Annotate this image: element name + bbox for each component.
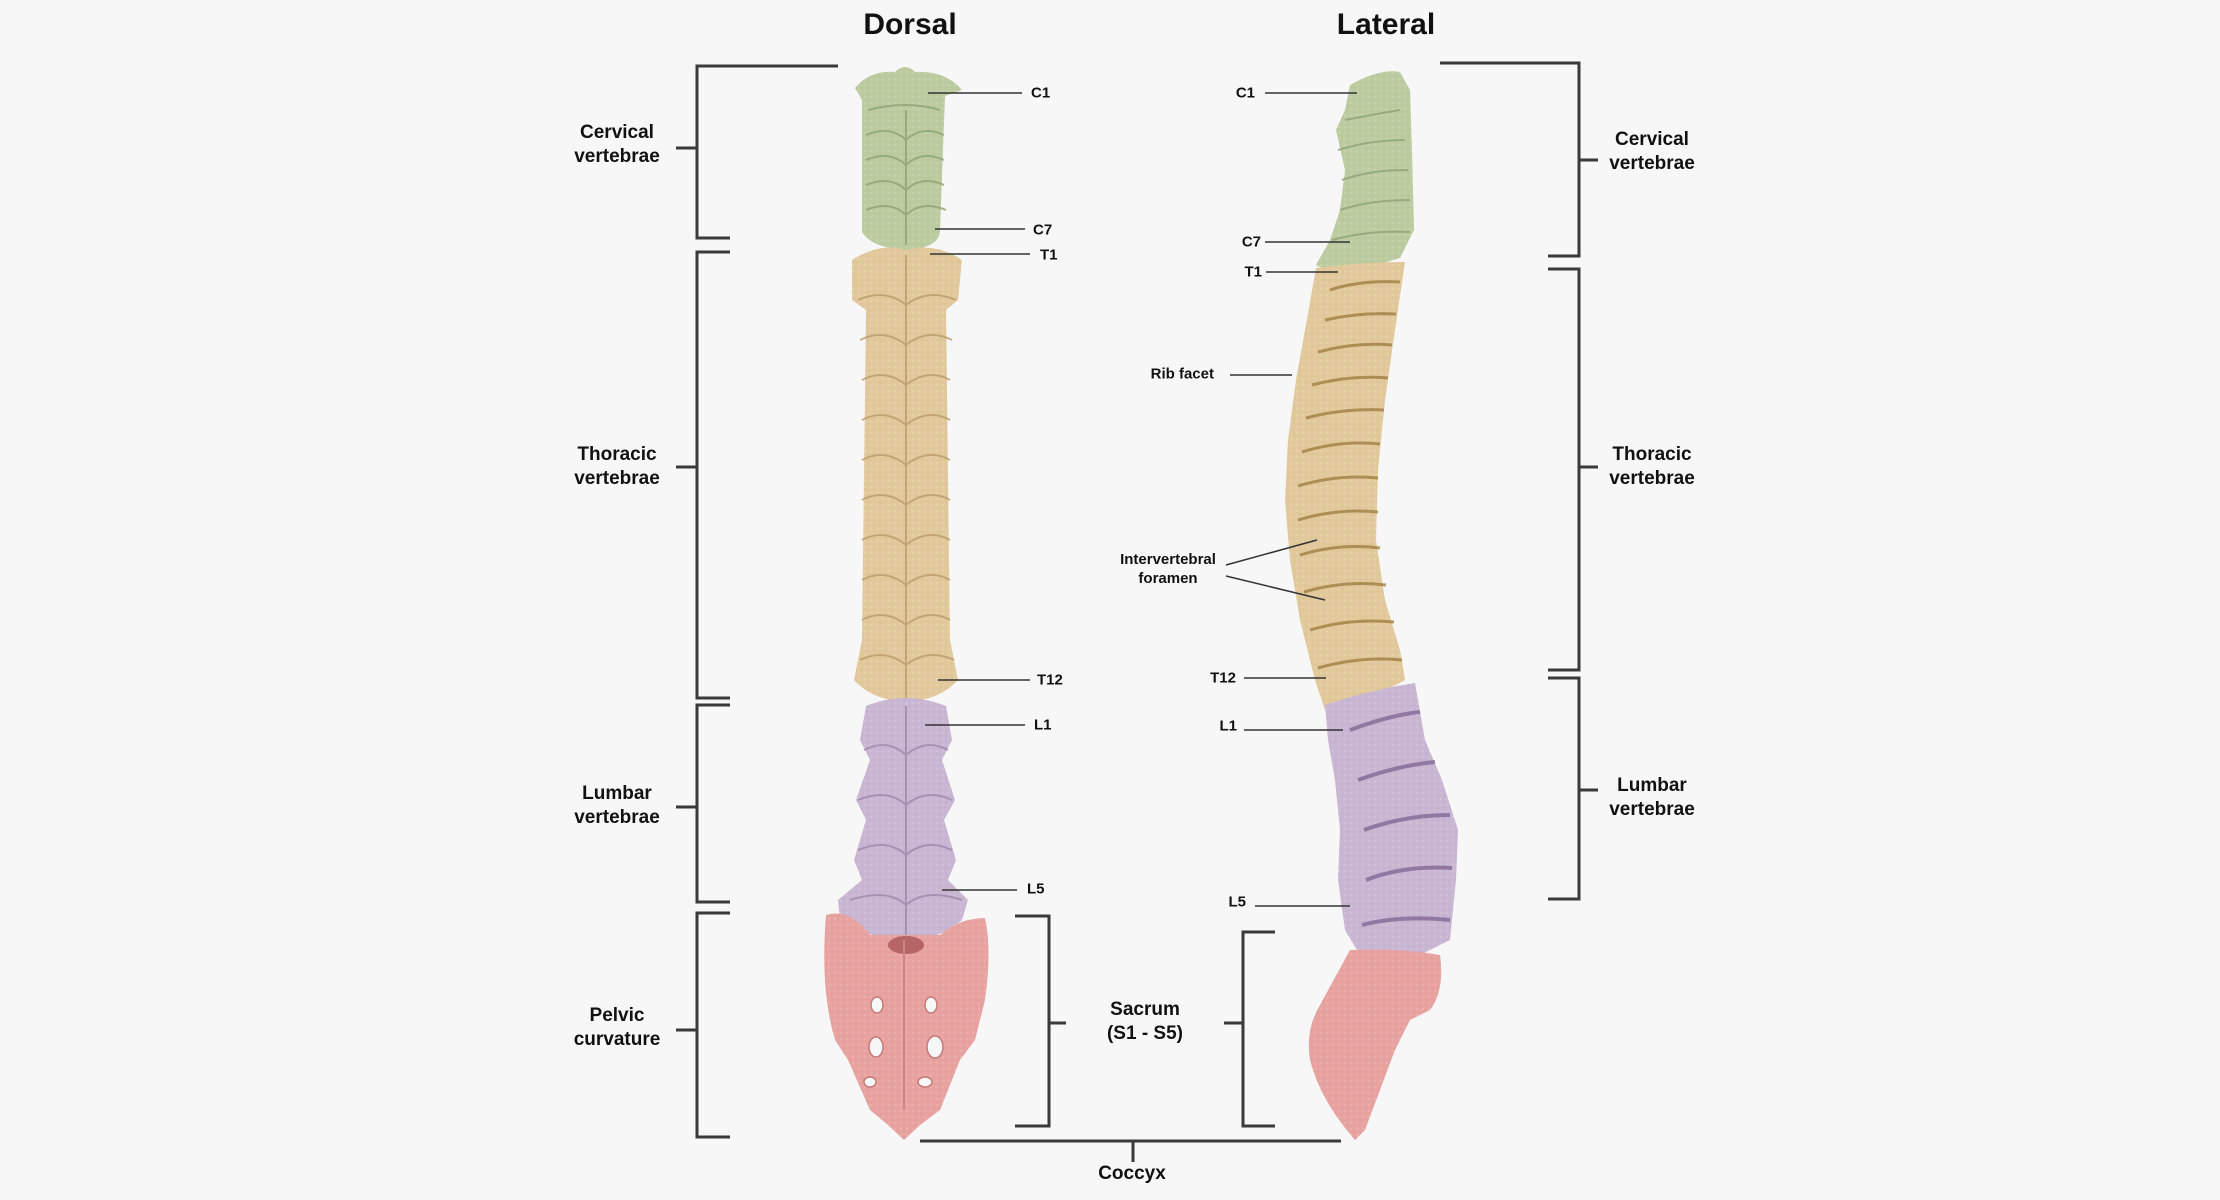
dorsal-leader-lines [925,92,1030,891]
label-line: vertebrae [574,468,660,489]
bracket-pelvic-left [695,911,730,1139]
label-line: Intervertebral [1120,551,1216,568]
dorsal-label-l1: L1 [1034,716,1052,734]
dorsal-label-t1: T1 [1040,246,1058,264]
lateral-sacrum [1308,949,1442,1140]
coccyx-bracket [920,1139,1341,1162]
label-cervical-vertebrae-left: Cervical vertebrae [574,121,660,169]
label-line: (S1 - S5) [1106,1023,1184,1044]
label-line: Lumbar [582,783,652,804]
label-line: Lumbar [1617,775,1687,796]
lateral-cervical-vertebrae [1316,71,1414,271]
lateral-label-c7: C7 [1241,233,1261,251]
label-thoracic-vertebrae-left: Thoracic vertebrae [574,443,660,491]
sacrum-brackets [1015,914,1275,1128]
label-cervical-vertebrae-right: Cervical vertebrae [1609,128,1695,176]
label-line: Pelvic [589,1005,645,1026]
label-thoracic-vertebrae-right: Thoracic vertebrae [1609,443,1695,491]
label-lumbar-vertebrae-left: Lumbar vertebrae [574,782,660,830]
right-region-brackets [1440,61,1598,901]
label-line: foramen [1138,570,1198,587]
lateral-label-rib-facet: Rib facet [1150,365,1214,383]
bracket-cervical-left [695,64,838,240]
label-line: Cervical [580,122,654,143]
label-line: Sacrum [1110,999,1180,1020]
dorsal-spine [824,67,989,1140]
lateral-thoracic-vertebrae [1285,262,1405,710]
label-sacrum: Sacrum (S1 - S5) [1107,998,1183,1046]
dorsal-cervical-vertebrae [855,67,962,250]
lateral-leader-lines [1225,92,1357,907]
lateral-spine [1285,71,1458,1140]
label-coccyx: Coccyx [1098,1163,1166,1184]
bracket-cervical-right [1440,61,1581,258]
dorsal-label-c1: C1 [1031,84,1051,102]
bracket-lumbar-left [695,703,730,904]
label-line: Thoracic [577,444,657,465]
label-pelvic-curvature: Pelvic curvature [574,1004,661,1052]
label-line: vertebrae [1609,153,1695,174]
label-line: Thoracic [1612,444,1692,465]
dorsal-view-title: Dorsal [863,8,957,41]
lateral-label-l5: L5 [1228,893,1246,911]
lateral-label-c1: C1 [1235,84,1255,102]
dorsal-label-c7: C7 [1033,221,1053,239]
label-line: vertebrae [1609,468,1695,489]
bracket-thoracic-right [1548,267,1581,672]
bracket-thoracic-left [695,250,730,700]
lateral-label-t1: T1 [1244,263,1262,281]
dorsal-sacrum [824,913,989,1140]
lateral-label-l1: L1 [1219,717,1237,735]
label-line: Cervical [1615,129,1689,150]
lateral-label-intervertebral-foramen: Intervertebral foramen [1120,550,1216,588]
lateral-view-title: Lateral [1336,8,1436,41]
dorsal-thoracic-vertebrae [852,247,962,703]
dorsal-label-l5: L5 [1027,880,1045,898]
lateral-lumbar-vertebrae [1325,683,1458,955]
dorsal-lumbar-vertebrae [838,698,968,940]
lateral-label-t12: T12 [1210,669,1236,687]
bracket-lumbar-right [1548,676,1581,901]
left-region-brackets [676,64,838,1139]
label-line: vertebrae [574,807,660,828]
label-line: vertebrae [1609,799,1695,820]
dorsal-label-t12: T12 [1037,671,1063,689]
label-lumbar-vertebrae-right: Lumbar vertebrae [1609,774,1695,822]
label-line: vertebrae [574,146,660,167]
label-line: curvature [573,1029,661,1050]
